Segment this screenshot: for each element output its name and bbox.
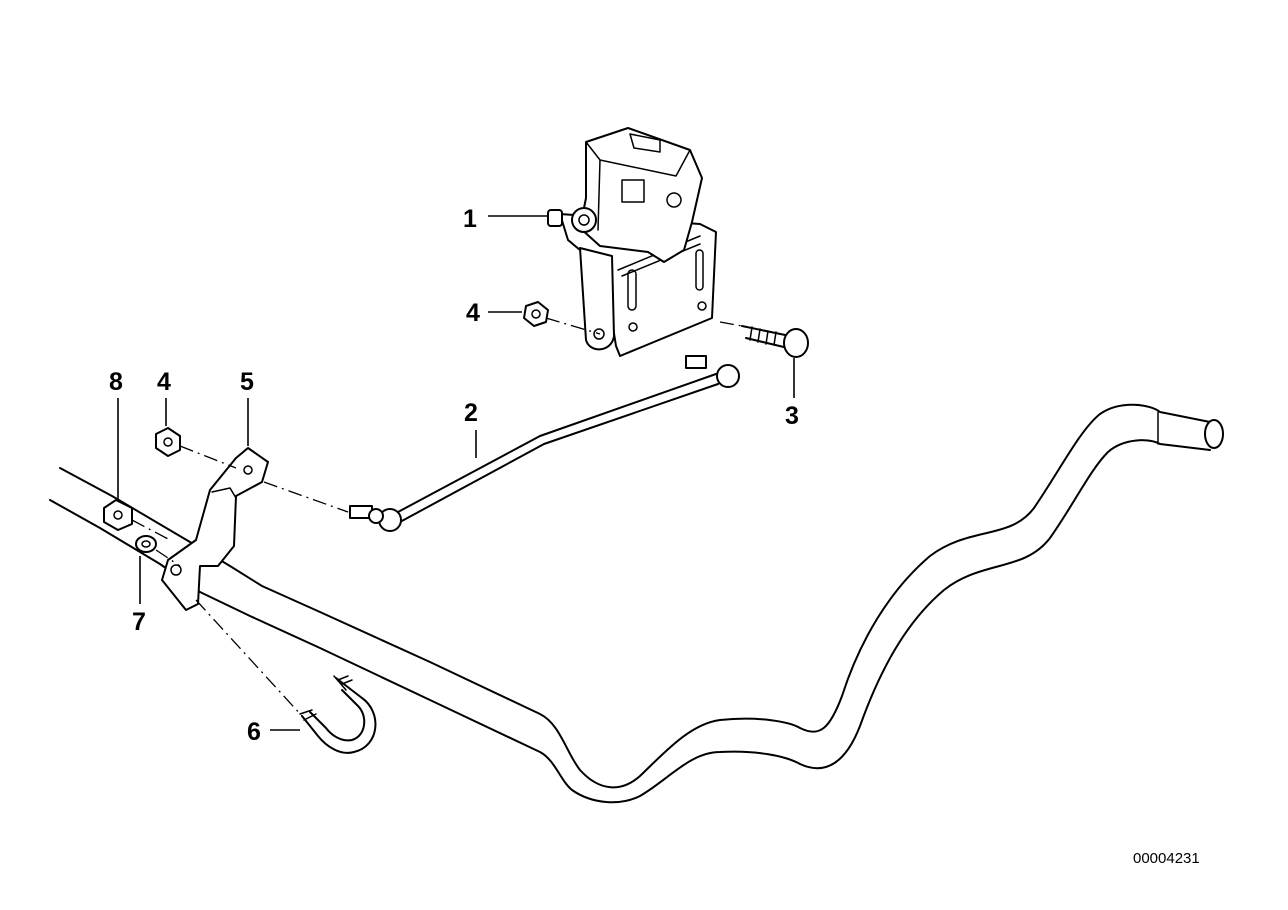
callout-4-left: 4 (157, 368, 171, 396)
nut-upper (523, 301, 549, 327)
callout-7: 7 (132, 608, 146, 636)
callout-5: 5 (240, 368, 254, 396)
catalog-number: 00004231 (1133, 850, 1200, 867)
callout-8: 8 (109, 368, 123, 396)
callout-6: 6 (247, 718, 261, 746)
callouts: 1 2 3 4 4 5 6 7 8 (109, 205, 799, 746)
nut-8 (103, 499, 133, 531)
fasteners (103, 301, 549, 553)
level-sensor (547, 127, 717, 357)
callout-3: 3 (785, 402, 799, 430)
bolt (741, 325, 809, 358)
callout-1: 1 (463, 205, 477, 233)
u-bolt (299, 675, 377, 754)
connecting-rod (349, 355, 740, 532)
assembly-lines (131, 317, 743, 717)
nut-left (155, 427, 181, 457)
leader-lines (117, 215, 795, 731)
washer-7 (135, 535, 157, 553)
bar-end-cap (1204, 419, 1224, 449)
callout-2: 2 (464, 399, 478, 427)
mounting-bracket (161, 447, 269, 611)
callout-4-upper: 4 (466, 299, 480, 327)
stabilizer-bar (49, 403, 1224, 804)
